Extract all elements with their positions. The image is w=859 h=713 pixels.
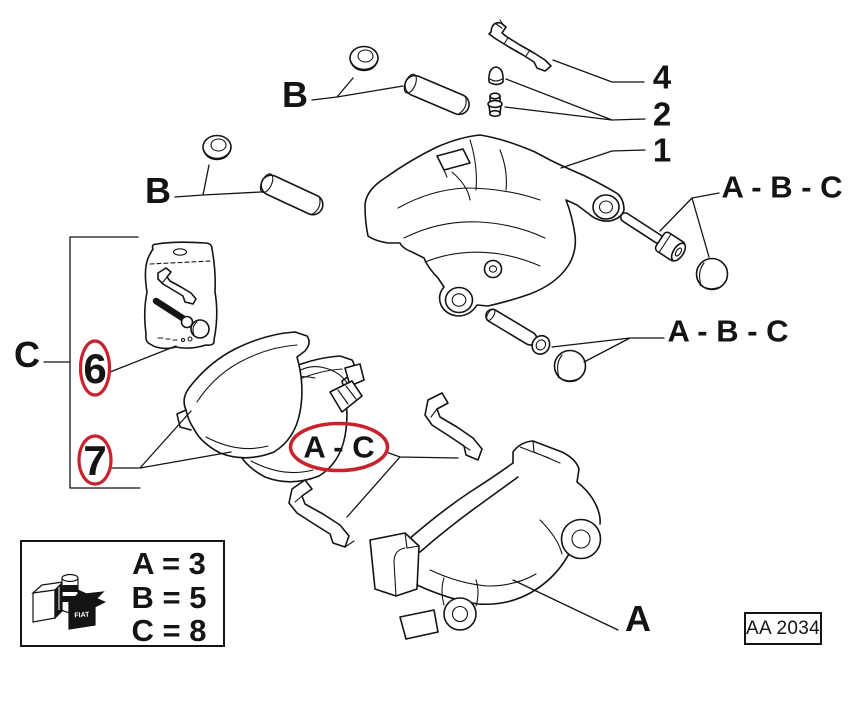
legend-rows: A = 3 B = 5 C = 8 (119, 547, 219, 648)
parts-box-left (31, 580, 65, 623)
callout-b-upper: B (282, 74, 308, 115)
callout-ac-oval: A - C (303, 429, 375, 465)
callout-4: 4 (652, 58, 672, 96)
parts-package-icon: FIAT (31, 573, 106, 630)
pad-retaining-clip-upper-ac (424, 392, 483, 461)
brand-text: FIAT (74, 611, 90, 619)
callout-b-lower: B (145, 170, 171, 211)
pad-retaining-clip-lower-ac (288, 479, 355, 548)
callout-a: A (625, 598, 651, 639)
callout-7-circled: 7 (83, 437, 107, 484)
legend-row-c: C = 8 (131, 613, 207, 648)
highlight-oval-6 (78, 339, 112, 397)
seal-bushing-lower-b (202, 134, 232, 161)
guide-pin-abc-lower (485, 308, 551, 355)
anti-rattle-spring-part4 (488, 19, 552, 72)
slide-pin-upper-b (403, 73, 470, 116)
seal-bushing-upper-b (349, 45, 379, 72)
highlight-ovals (77, 339, 390, 486)
callout-6-circled: 6 (83, 345, 107, 392)
caliper-carrier-partA (369, 440, 602, 640)
dust-cap-abc-upper (695, 257, 729, 291)
callout-abc-upper: A - B - C (721, 169, 843, 205)
callout-2: 2 (652, 95, 672, 133)
parts-box-right: FIAT (67, 591, 105, 630)
guide-bolt-abc-upper (619, 212, 687, 262)
service-kit-bag-part6 (143, 241, 218, 350)
leader-lines (43, 59, 720, 631)
drawing-ref-code: AA 2034 (746, 617, 820, 639)
dust-cap-abc-lower (553, 349, 587, 383)
wear-sensor-connector (261, 363, 365, 413)
brake-caliper-part1 (364, 134, 625, 317)
drawing-ref-box: AA 2034 (744, 612, 822, 645)
bleeder-cap-part2 (488, 66, 504, 86)
brake-pad-outer-part7 (176, 331, 310, 459)
slide-pin-lower-b (259, 173, 324, 216)
bleeder-screw-part2 (487, 92, 503, 118)
highlight-oval-ac (288, 421, 390, 473)
callout-c-group: C (14, 334, 40, 375)
callout-abc-lower: A - B - C (667, 313, 789, 349)
highlight-oval-7 (77, 434, 113, 486)
legend-row-b: B = 5 (131, 579, 207, 615)
legend-row-a: A = 3 (132, 546, 206, 581)
callout-1: 1 (652, 131, 672, 169)
legend-box: FIAT A = 3 B = 5 C = 8 (20, 540, 225, 647)
